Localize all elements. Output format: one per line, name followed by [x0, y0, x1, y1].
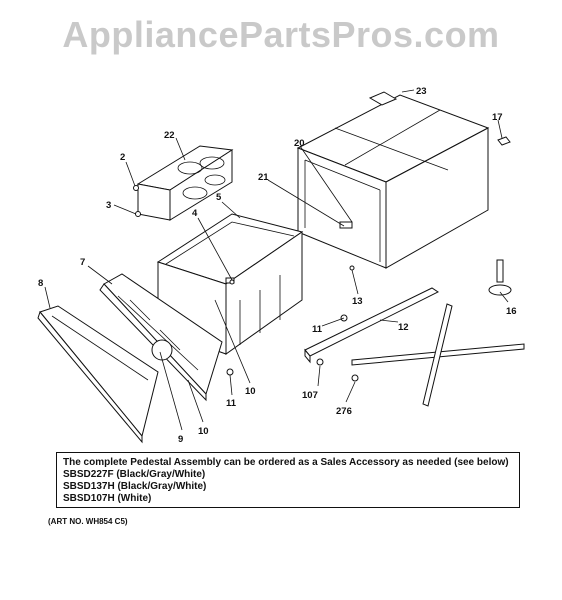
pad — [368, 91, 398, 106]
screw — [229, 279, 235, 285]
note-line: SBSD227F (Black/Gray/White) — [63, 469, 206, 480]
slide-rail — [304, 287, 439, 364]
callout-7: 7 — [80, 257, 85, 268]
callout-5: 5 — [216, 192, 222, 203]
callout-22: 22 — [164, 130, 175, 141]
callout-23: 23 — [416, 86, 427, 97]
callout-10: 10 — [245, 386, 256, 397]
callout-21: 21 — [258, 172, 269, 183]
screw — [226, 368, 234, 376]
callout-3: 3 — [106, 200, 111, 211]
leader-lines — [44, 89, 509, 431]
callout-9: 9 — [178, 434, 183, 445]
drawer-panel — [37, 305, 159, 444]
art-number: (ART NO. WH854 C5) — [48, 517, 128, 526]
screw — [316, 358, 324, 366]
leveling-leg — [488, 259, 512, 296]
cross-brace — [351, 303, 525, 407]
callout-16: 16 — [506, 306, 517, 317]
callout-13: 13 — [352, 296, 363, 307]
note-line: The complete Pedestal Assembly can be or… — [63, 457, 509, 468]
callout-17: 17 — [492, 112, 503, 123]
cap — [497, 136, 511, 146]
callout-20: 20 — [294, 138, 305, 149]
callout-4: 4 — [192, 208, 198, 219]
screw — [133, 185, 139, 191]
assembly-note: The complete Pedestal Assembly can be or… — [56, 452, 520, 508]
callout-2: 2 — [120, 152, 125, 163]
drawer-tub — [156, 213, 304, 355]
watermark: AppliancePartsPros.com — [62, 14, 500, 55]
callout-11: 11 — [312, 324, 323, 335]
note-line: SBSD137H (Black/Gray/White) — [63, 481, 207, 492]
callout-11: 11 — [226, 398, 237, 409]
callout-276: 276 — [336, 406, 352, 417]
screw — [349, 265, 355, 271]
callout-107: 107 — [302, 390, 318, 401]
screw — [351, 374, 359, 382]
callout-8: 8 — [38, 278, 43, 289]
screw — [135, 211, 141, 217]
callout-10: 10 — [198, 426, 209, 437]
pedestal-cabinet — [296, 94, 490, 269]
bracket-plate — [136, 145, 234, 221]
callout-12: 12 — [398, 322, 409, 333]
note-line: SBSD107H (White) — [63, 493, 152, 504]
